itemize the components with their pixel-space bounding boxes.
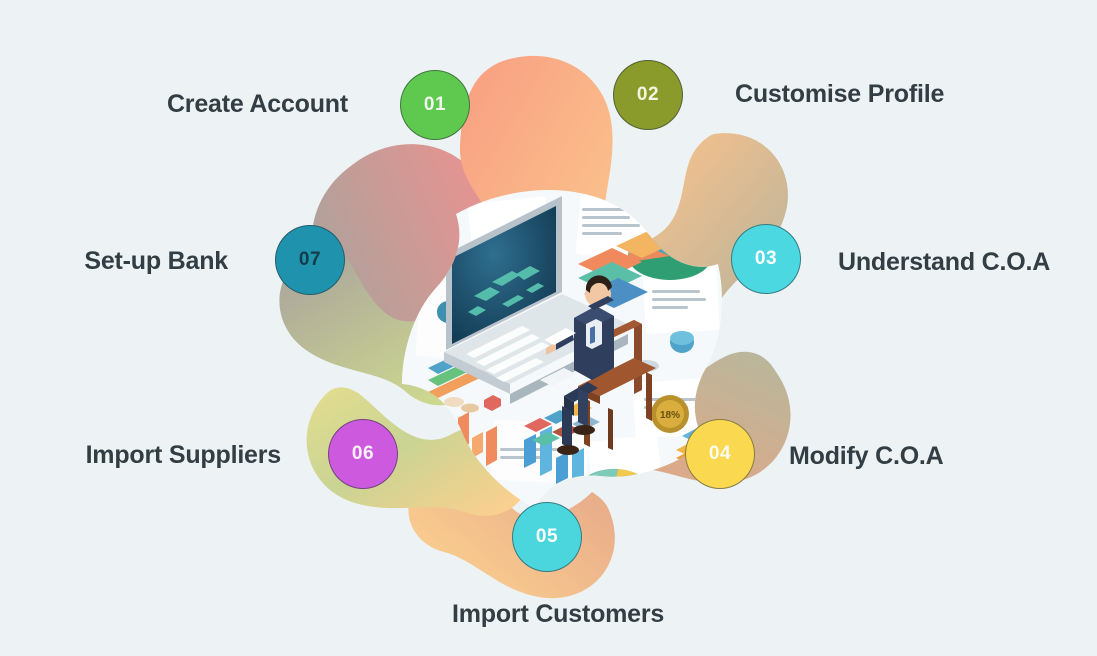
step-label-setup-bank: Set-up Bank <box>84 247 228 275</box>
step-label-modify-coa: Modify C.O.A <box>789 442 944 470</box>
step-circle-06[interactable]: 06 <box>328 419 398 489</box>
step-label-create-account: Create Account <box>166 90 348 118</box>
step-circle-02[interactable]: 02 <box>613 60 683 130</box>
svg-text:18%: 18% <box>660 410 680 421</box>
step-label-import-customers: Import Customers <box>452 600 665 628</box>
step-label-understand-coa: Understand C.O.A <box>838 248 1051 276</box>
step-label-import-suppliers: Import Suppliers <box>85 441 282 469</box>
step-circle-04[interactable]: 04 <box>685 419 755 489</box>
step-label-customise-profile: Customise Profile <box>735 80 945 108</box>
step-circle-05[interactable]: 05 <box>512 502 582 572</box>
step-circle-07[interactable]: 07 <box>275 225 345 295</box>
step-circle-01[interactable]: 01 <box>400 70 470 140</box>
step-circle-03[interactable]: 03 <box>731 224 801 294</box>
percentage-badge: 18% <box>651 395 689 433</box>
businessman-figure <box>546 275 614 455</box>
